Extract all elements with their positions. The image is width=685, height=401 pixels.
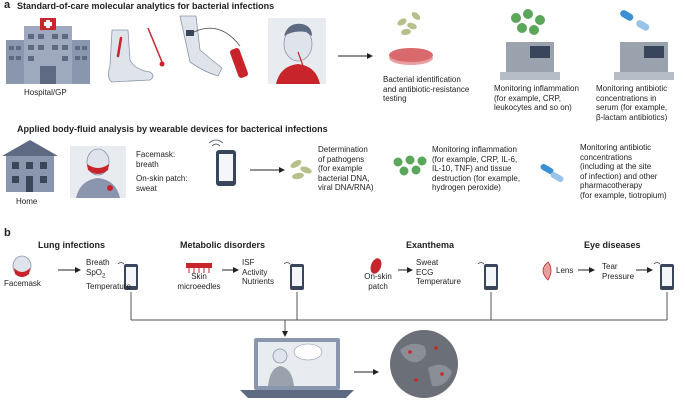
smartphone-icon [208,139,236,186]
inflammation-cells-icon [393,155,427,176]
wearable-subtitle: Applied body-fluid analysis by wearable … [17,124,328,134]
phone-metabolic-icon [283,262,304,290]
throat-swab-person-icon [268,18,326,84]
connector-lines [130,292,668,337]
wearable-result-pathogens: Determination of pathogens (for example … [318,145,374,192]
hospital-label: Hospital/GP [24,88,67,97]
skin-patch-icon [370,258,382,274]
wearable-result-inflammation: Monitoring inflammation (for example, CR… [432,145,521,192]
result-antibiotic: Monitoring antibiotic concentrations in … [596,84,668,122]
telemedicine-laptop-icon [240,338,354,398]
panel-a-label: a [4,0,11,11]
result-inflammation: Monitoring inflammation (for example, CR… [494,84,579,112]
panel-b-label: b [4,227,11,239]
person-wearable-icon [70,146,126,198]
metrics-metabolic: ISF Activity Nutrients [242,258,275,286]
patch-sweat-label: On-skin patch: sweat [136,174,188,193]
phone-lung-icon [117,262,138,290]
group-title-metabolic: Metabolic disorders [180,240,266,250]
leukocyte-cells-icon [511,9,545,35]
facemask-person-icon [12,255,32,277]
microneedle-patch-icon [186,263,212,273]
panel-a-title: Standard-of-care molecular analytics for… [17,1,275,11]
analyzer-machine-2-icon [614,42,674,80]
facemask-breath-label: Facemask: breath [136,150,176,169]
home-icon [2,140,58,192]
capsule-icon [540,164,564,182]
device-lens: Lens [556,266,574,275]
phone-exanthema-icon [477,262,498,290]
arm-blood-draw-icon [179,15,248,78]
capsule-pills-icon [620,10,650,31]
device-skin-patch: On-skin patch [364,272,392,291]
metrics-lung: Breath SpO2 Temperature [86,258,131,291]
petri-dish-icon [389,12,433,65]
group-title-eye: Eye diseases [584,240,641,250]
analyzer-machine-icon [500,42,560,80]
device-facemask: Facemask [4,279,41,288]
device-microneedles: Skin microeedles [177,272,221,291]
contact-lens-icon [542,261,552,281]
result-bacterial-id: Bacterial identification and antibiotic-… [383,75,470,103]
globe-icon [390,330,458,398]
phone-eye-icon [653,262,674,290]
home-label: Home [16,197,38,206]
group-title-exanthema: Exanthema [406,240,455,250]
hospital-icon [6,18,90,84]
wearable-result-antibiotic: Monitoring antibiotic concentrations (in… [580,143,667,200]
bacteria-icon [290,160,312,180]
group-title-lung: Lung infections [38,240,105,250]
metrics-eye: Tear Pressure [602,262,635,281]
metrics-exanthema: Sweat ECG Temperature [416,258,461,286]
foot-icon [108,27,165,83]
